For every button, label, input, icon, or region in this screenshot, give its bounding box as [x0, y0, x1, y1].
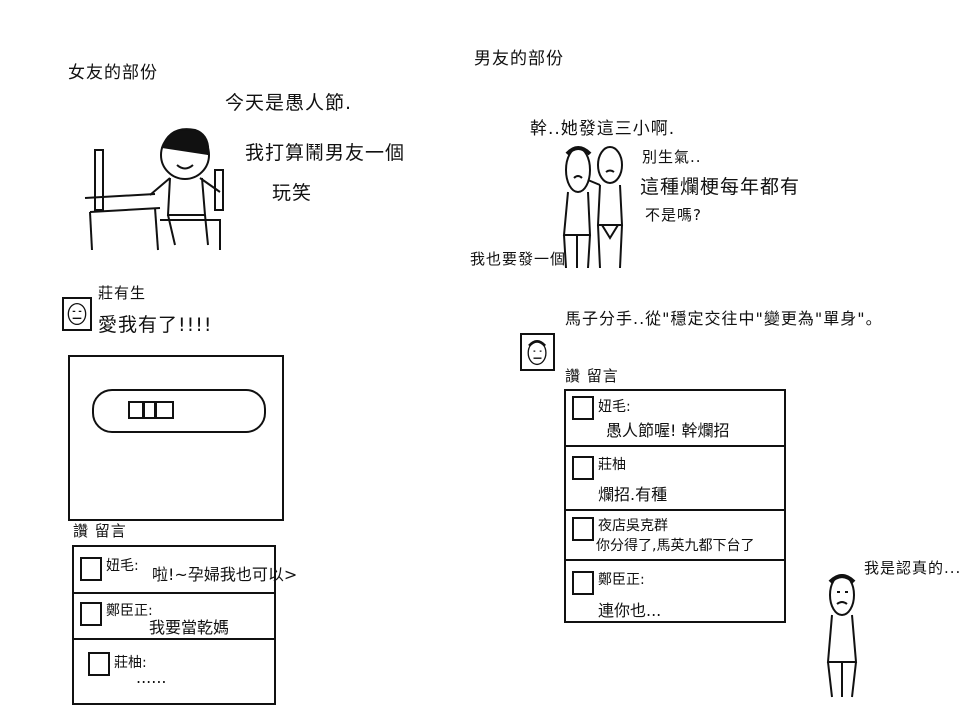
post-author-avatar[interactable]	[520, 333, 555, 371]
speech-friend-1: 別生氣..	[642, 148, 702, 166]
comment-item: 鄭臣正: 連你也...	[566, 561, 784, 625]
post-author-name[interactable]: 莊有生	[98, 284, 147, 302]
post-author-avatar[interactable]	[62, 297, 92, 331]
face-icon	[527, 340, 547, 366]
commenter-name[interactable]: 夜店吳克群	[598, 518, 668, 534]
post-text: 愛我有了!!!!	[98, 314, 213, 336]
speech-friend-3: 不是嗎?	[645, 206, 702, 224]
final-remark: 我是認真的...	[864, 559, 960, 577]
comment-list: 妞毛: 啦!~孕婦我也可以> 鄭臣正: 我要當乾媽 莊柚: ......	[72, 545, 297, 707]
comment-text: 啦!~孕婦我也可以>	[152, 565, 298, 584]
comment-item: 莊柚: ......	[74, 640, 274, 707]
commenter-name[interactable]: 莊柚	[598, 457, 626, 473]
speech-angry: 幹..她發這三小啊.	[530, 119, 676, 139]
commenter-avatar[interactable]	[88, 652, 110, 676]
commenter-name[interactable]: 妞毛:	[106, 558, 139, 574]
test-window	[128, 401, 174, 419]
post-actions[interactable]: 讚 留言	[73, 522, 127, 540]
post-photo[interactable]	[68, 355, 284, 521]
girlfriend-heading: 女友的部份	[68, 63, 158, 83]
comment-text: 你分得了,馬英九都下台了	[596, 538, 755, 554]
comment-text: ......	[136, 668, 167, 687]
comment-item: 鄭臣正: 我要當乾媽	[74, 594, 274, 640]
speech-friend-2: 這種爛梗每年都有	[640, 176, 801, 198]
post-actions[interactable]: 讚 留言	[565, 367, 619, 385]
comment-item: 妞毛: 愚人節喔! 幹爛招	[566, 391, 784, 447]
commenter-name[interactable]: 鄭臣正:	[106, 603, 153, 619]
comment-list: 妞毛: 愚人節喔! 幹爛招 莊柚 爛招.有種 夜店吳克群 你分得了,馬英九都下台…	[564, 389, 786, 623]
face-icon	[67, 302, 87, 326]
comment-item: 莊柚 爛招.有種	[566, 447, 784, 511]
commenter-name[interactable]: 莊柚:	[114, 655, 147, 671]
two-guys-drawing	[562, 146, 624, 269]
commenter-name[interactable]: 鄭臣正:	[598, 572, 645, 588]
commenter-avatar[interactable]	[572, 396, 594, 420]
commenter-avatar[interactable]	[80, 602, 102, 626]
comment-text: 爛招.有種	[598, 485, 668, 504]
girl-at-computer-drawing	[84, 128, 224, 251]
comment-item: 夜店吳克群 你分得了,馬英九都下台了	[566, 511, 784, 561]
comment-text: 愚人節喔! 幹爛招	[606, 421, 730, 440]
boyfriend-heading: 男友的部份	[474, 49, 564, 69]
serious-guy-drawing	[826, 574, 858, 698]
thought-line-1: 今天是愚人節.	[225, 92, 353, 114]
commenter-name[interactable]: 妞毛:	[598, 399, 631, 415]
speech-reply: 我也要發一個	[470, 250, 567, 268]
thought-line-2: 我打算鬧男友一個	[245, 142, 406, 164]
commenter-avatar[interactable]	[80, 557, 102, 581]
comment-item: 妞毛: 啦!~孕婦我也可以>	[74, 547, 297, 594]
commenter-avatar[interactable]	[572, 571, 594, 595]
commenter-avatar[interactable]	[572, 517, 594, 541]
post-text: 馬子分手..從"穩定交往中"變更為"單身"。	[565, 309, 883, 328]
commenter-avatar[interactable]	[572, 456, 594, 480]
comment-text: 連你也...	[598, 601, 662, 620]
pregnancy-test-drawing	[92, 389, 266, 433]
comment-text: 我要當乾媽	[149, 618, 230, 637]
thought-line-3: 玩笑	[272, 182, 313, 204]
